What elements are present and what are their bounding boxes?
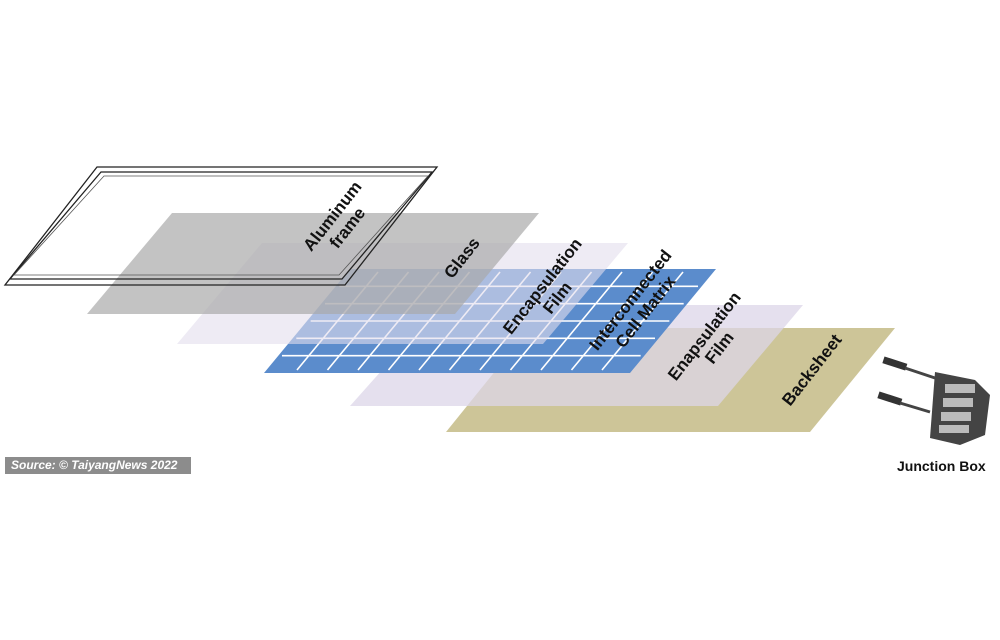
- glass-layer: [87, 213, 539, 314]
- source-caption: Source: © TaiyangNews 2022: [5, 457, 191, 474]
- junction-box-label: Junction Box: [897, 458, 986, 474]
- cell-column-line: [540, 271, 623, 371]
- junction-box-icon: [877, 356, 990, 445]
- aluminum-frame: [3, 166, 439, 286]
- cell-column-line: [601, 271, 684, 371]
- cell-column-line: [570, 271, 654, 371]
